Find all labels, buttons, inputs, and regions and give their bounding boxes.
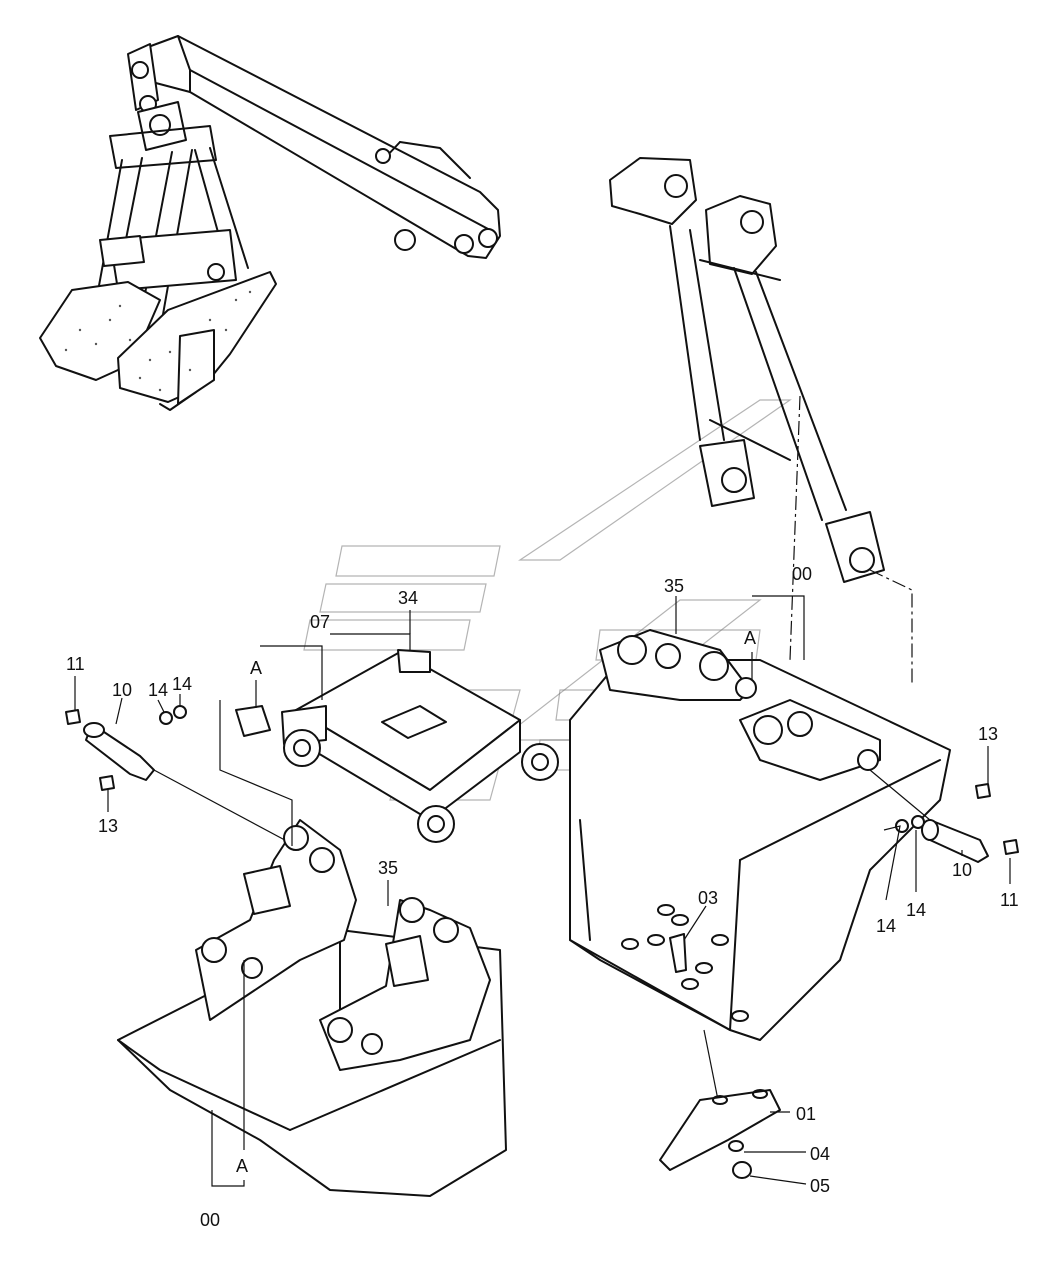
arm-frame-assembly <box>609 157 913 684</box>
right-pin-set <box>869 769 1019 863</box>
callout-14-left-b: 14 <box>172 674 192 694</box>
callout-A-top-right: A <box>744 628 756 648</box>
callout-14-left-a: 14 <box>148 680 168 700</box>
callout-35-bottom: 35 <box>378 858 398 878</box>
left-pin-set <box>65 705 297 847</box>
bucket-right-bolt-holes <box>621 904 749 1022</box>
callout-03: 03 <box>698 888 718 908</box>
callout-10-right: 10 <box>952 860 972 880</box>
callout-01: 01 <box>796 1104 816 1124</box>
leader-lines <box>74 595 1011 1187</box>
callout-A-top-left: A <box>250 658 262 678</box>
bucket-right <box>569 629 951 1111</box>
callout-07: 07 <box>310 612 330 632</box>
callout-14-right-b: 14 <box>906 900 926 920</box>
callout-A-bottom: A <box>236 1156 248 1176</box>
callout-11-left: 11 <box>66 654 85 674</box>
callout-00-bottom: 00 <box>200 1210 220 1230</box>
callout-00-top: 00 <box>792 564 812 584</box>
callout-35-top: 35 <box>664 576 684 596</box>
bucket-left <box>117 700 507 1197</box>
clamshell-boom-assembly <box>39 35 501 411</box>
callout-13-right: 13 <box>978 724 998 744</box>
callout-05: 05 <box>810 1176 830 1196</box>
callout-04: 04 <box>810 1144 830 1164</box>
tooth-assembly <box>659 1089 781 1179</box>
callout-34: 34 <box>398 588 418 608</box>
callout-14-right-a: 14 <box>876 916 896 936</box>
callout-11-right: 11 <box>1000 890 1019 910</box>
crosshead-part-34 <box>235 649 559 843</box>
callout-10-left: 10 <box>112 680 132 700</box>
callout-labels: 11 10 14 14 13 07 34 A 35 00 A 13 10 11 … <box>66 564 1019 1230</box>
callout-13-left: 13 <box>98 816 118 836</box>
